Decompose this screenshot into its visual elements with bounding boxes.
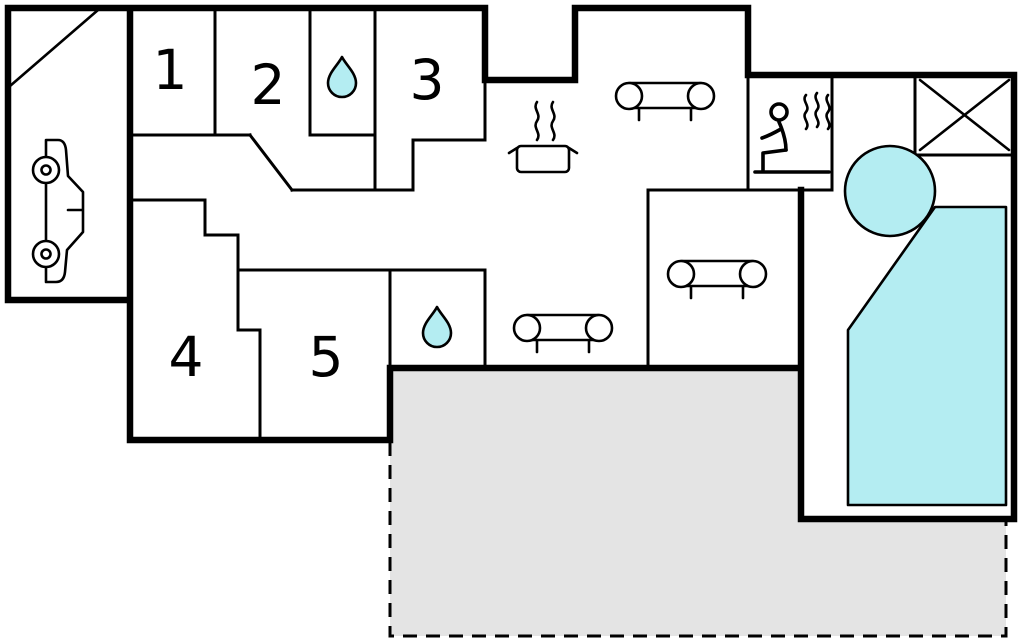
car-wheel-hub — [40, 164, 52, 176]
room-5-label: 5 — [309, 325, 344, 389]
steam-line — [534, 100, 540, 142]
pot-handle — [567, 146, 579, 155]
garage-diagonal-wall — [8, 8, 100, 88]
steam-line — [814, 91, 820, 129]
exterior-walls — [4, 4, 1018, 523]
person-arm — [760, 127, 783, 140]
cooking-pot-icon — [507, 100, 579, 174]
person-head — [769, 102, 789, 122]
room-1-label: 1 — [153, 38, 188, 102]
cross-icon — [918, 78, 1011, 152]
steam-line — [825, 93, 831, 131]
room-2-label: 2 — [251, 53, 286, 117]
person-legs — [761, 148, 788, 172]
pot-handle — [507, 146, 519, 155]
pot-body — [515, 144, 571, 174]
terrace-dashed-boundary — [388, 442, 1008, 638]
steam-line — [550, 100, 556, 142]
person-body — [777, 120, 788, 152]
car-icon — [31, 138, 85, 284]
sauna-person-icon — [753, 91, 831, 174]
car-wheel-hub — [40, 248, 52, 260]
steam-line — [803, 93, 809, 131]
interior-walls — [128, 6, 1016, 442]
pool-area — [846, 205, 1008, 507]
room-4-label: 4 — [169, 325, 204, 389]
hot-tub-icon — [843, 144, 937, 238]
room-3-label: 3 — [410, 48, 445, 112]
terrace-area — [390, 368, 1006, 636]
